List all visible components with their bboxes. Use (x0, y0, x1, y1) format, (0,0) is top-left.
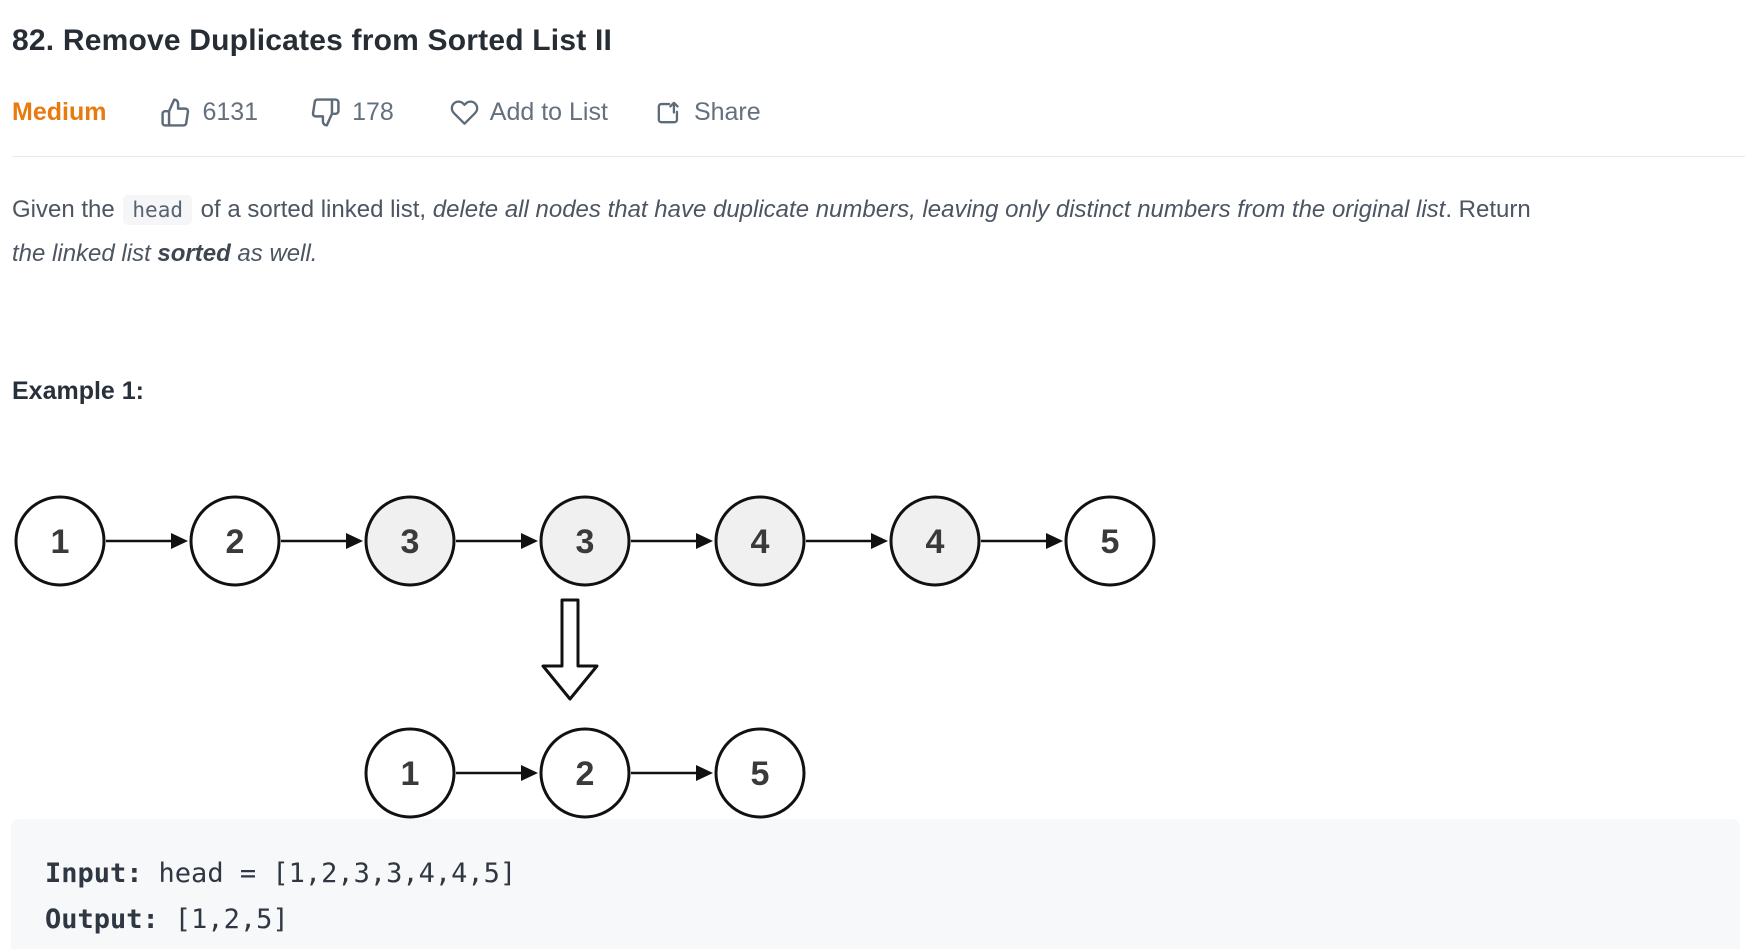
page-title: 82. Remove Duplicates from Sorted List I… (12, 24, 613, 57)
description-segment: the linked list (12, 240, 158, 267)
svg-text:2: 2 (576, 755, 595, 793)
description-segment: Given the (12, 196, 122, 223)
input-label: Input: (45, 858, 143, 889)
dislike-button[interactable]: 178 (310, 97, 394, 128)
svg-text:5: 5 (751, 755, 770, 793)
thumbs-down-icon (310, 97, 341, 128)
share-label: Share (693, 97, 761, 126)
heart-icon (450, 98, 479, 127)
description-segment: head (123, 195, 192, 225)
problem-description: Given the head of a sorted linked list, … (12, 188, 1540, 275)
example-heading: Example 1: (12, 377, 145, 405)
share-button[interactable]: Share (654, 98, 761, 127)
svg-text:5: 5 (1101, 523, 1120, 561)
description-segment: . Return (1445, 196, 1531, 223)
difficulty-badge[interactable]: Medium (12, 97, 107, 126)
svg-text:1: 1 (51, 523, 70, 561)
like-count: 6131 (202, 97, 259, 126)
output-value: [1,2,5] (174, 904, 289, 935)
description-segment: of a sorted linked list, (193, 196, 433, 223)
divider (12, 156, 1745, 157)
description-segment: sorted (157, 240, 231, 267)
svg-text:1: 1 (401, 755, 420, 793)
like-button[interactable]: 6131 (160, 97, 258, 128)
dislike-count: 178 (352, 97, 394, 126)
svg-text:3: 3 (576, 523, 595, 561)
svg-text:4: 4 (751, 523, 770, 561)
example-diagram: 1 2 3 3 4 4 5 1 2 5 (14, 495, 1156, 819)
add-to-list-button[interactable]: Add to List (450, 98, 608, 127)
share-icon (654, 98, 683, 127)
description-segment: delete all nodes that have duplicate num… (432, 196, 1446, 223)
meta-row: Medium 6131 178 Add to Li (12, 92, 761, 132)
svg-text:4: 4 (926, 523, 945, 561)
thumbs-up-icon (160, 97, 191, 128)
input-line: Input: head = [1,2,3,3,4,4,5] (45, 851, 1740, 897)
example-io-block: Input: head = [1,2,3,3,4,4,5] Output: [1,2… (11, 819, 1740, 949)
svg-text:2: 2 (226, 523, 245, 561)
svg-text:3: 3 (401, 523, 420, 561)
add-to-list-label: Add to List (489, 97, 608, 126)
output-label: Output: (45, 904, 159, 935)
description-segment: as well. (230, 240, 318, 267)
output-line: Output: [1,2,5] (45, 897, 1740, 943)
input-value: head = [1,2,3,3,4,4,5] (158, 858, 517, 889)
